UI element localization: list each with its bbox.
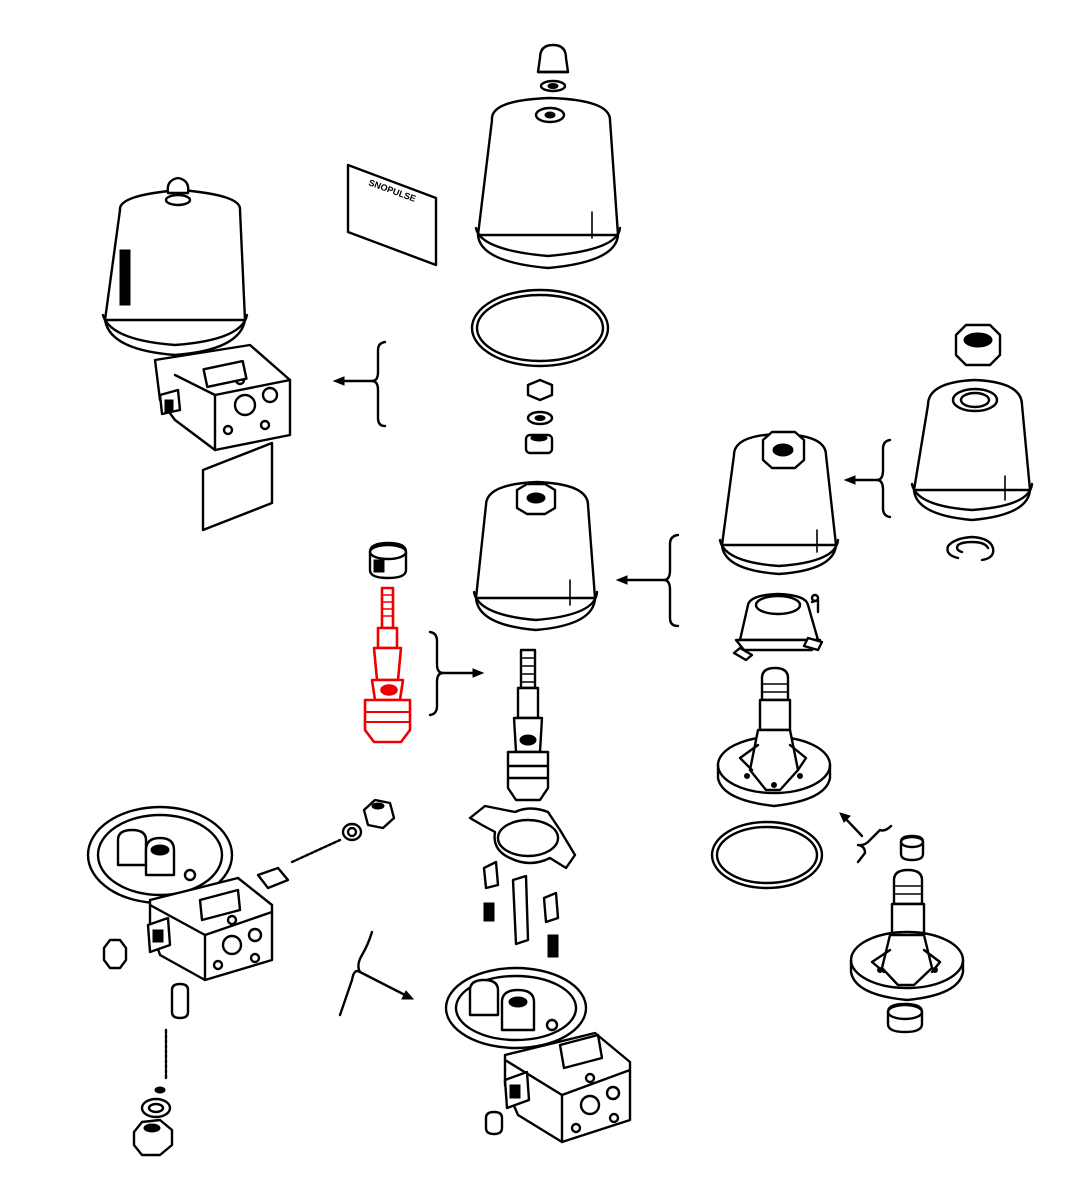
- assembled-filter-top-left[interactable]: [101, 176, 292, 452]
- bracket-arrow-center-right: [615, 533, 680, 628]
- rotor-spindle-center[interactable]: [506, 648, 550, 802]
- bracket-arrow-top-left: [332, 340, 387, 428]
- nut-small-left[interactable]: [102, 938, 128, 970]
- spring-and-plug-lower[interactable]: [132, 982, 190, 1157]
- bracket-arrow-far-right: [843, 438, 892, 519]
- o-ring-right[interactable]: [710, 820, 824, 890]
- bracket-arrow-spindle: [428, 630, 485, 717]
- rotor-spindle-highlighted[interactable]: [363, 586, 412, 744]
- bracket-arrow-lower-left: [338, 930, 415, 1017]
- gasket-sheet-left[interactable]: [201, 441, 274, 532]
- bushing-cap[interactable]: [368, 541, 408, 580]
- filter-housing-lower-left[interactable]: [86, 805, 274, 982]
- o-ring-large-top[interactable]: [470, 288, 610, 368]
- nut-and-washers-center[interactable]: [524, 378, 554, 455]
- collar-housing-right[interactable]: [732, 592, 824, 662]
- small-pins-center[interactable]: [482, 860, 560, 958]
- rotor-cover-center[interactable]: [472, 480, 599, 632]
- snap-ring[interactable]: [946, 535, 995, 562]
- plug-small-bottom-center[interactable]: [484, 1110, 504, 1136]
- filter-housing-lower-center[interactable]: [444, 966, 632, 1144]
- cover-far-right[interactable]: [910, 378, 1034, 522]
- bushing-small-right[interactable]: [899, 834, 925, 862]
- decal-card[interactable]: SNOPULSE: [346, 163, 438, 267]
- cover-right-middle[interactable]: [718, 430, 840, 576]
- cap-nut-top[interactable]: [536, 43, 570, 93]
- rotor-base-right[interactable]: [716, 666, 832, 808]
- spring-and-plug-upper[interactable]: [256, 798, 396, 890]
- bracket-arrow-lower-right: [839, 812, 893, 864]
- nut-hex-right[interactable]: [954, 323, 1002, 367]
- bushing-bottom-right[interactable]: [886, 1002, 924, 1034]
- bearing-plate[interactable]: [468, 804, 577, 870]
- filter-cover-top[interactable]: [474, 96, 622, 270]
- rotor-base-lower-right[interactable]: [849, 868, 965, 1002]
